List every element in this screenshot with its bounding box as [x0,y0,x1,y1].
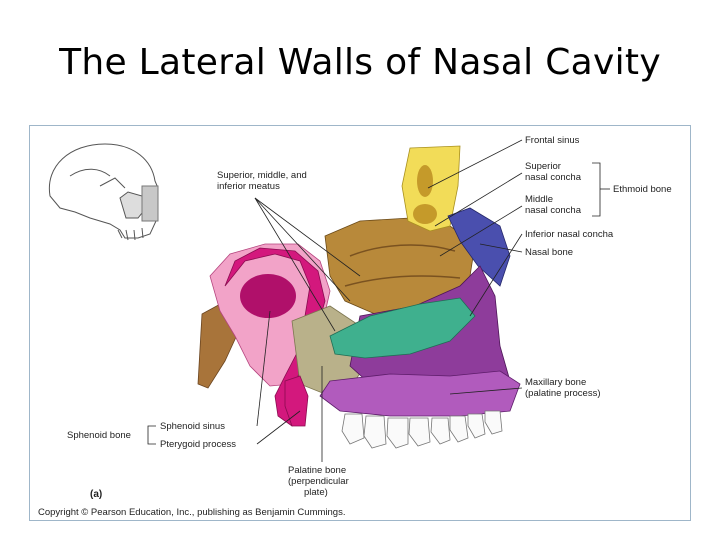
label-pterygoid: Pterygoid process [160,439,236,450]
label-middle-concha-1: Middle [525,194,553,205]
label-frontal-sinus: Frontal sinus [525,135,580,146]
label-palatine-2: (perpendicular [288,476,349,487]
skull-thumbnail [48,143,159,241]
label-sphenoid-sinus: Sphenoid sinus [160,421,225,432]
inferior-concha-region [329,297,476,359]
panel-letter: (a) [90,489,102,500]
label-palatine-1: Palatine bone [288,465,346,476]
nasal-cavity-figure: Frontal sinus Superior nasal concha Midd… [29,125,691,521]
label-meatus-2: inferior meatus [217,181,280,192]
label-superior-concha-1: Superior [525,161,561,172]
slide-title: The Lateral Walls of Nasal Cavity [59,42,661,83]
pterygoid-process-region [284,375,309,427]
label-maxillary-1: Maxillary bone [525,377,586,388]
label-meatus-1: Superior, middle, and [217,170,307,181]
label-nasal-bone: Nasal bone [525,247,573,258]
label-superior-concha-2: nasal concha [525,172,582,183]
anatomy-illustration: Frontal sinus Superior nasal concha Midd… [38,135,672,518]
label-sphenoid-bone: Sphenoid bone [67,430,131,441]
label-middle-concha-2: nasal concha [525,205,582,216]
palatine-process-region [319,370,521,417]
leader-lines [147,139,610,462]
label-palatine-3: plate) [304,487,328,498]
teeth [341,410,503,449]
nasal-bone-region [447,207,511,287]
label-maxillary-2: (palatine process) [525,388,601,399]
label-inferior-concha: Inferior nasal concha [525,229,614,240]
label-ethmoid-bone: Ethmoid bone [613,184,672,195]
copyright-text: Copyright © Pearson Education, Inc., pub… [38,507,345,518]
